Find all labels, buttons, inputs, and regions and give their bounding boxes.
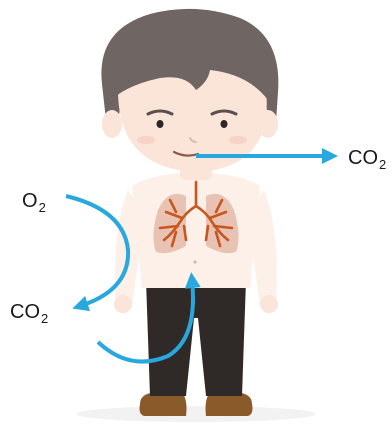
head bbox=[101, 9, 278, 172]
navel bbox=[193, 260, 196, 263]
co2-exhaled-label: CO2 bbox=[348, 148, 386, 168]
pants bbox=[146, 280, 246, 396]
floor-shadow bbox=[76, 406, 316, 422]
co2-body-label: CO2 bbox=[10, 302, 48, 322]
o2-label: O2 bbox=[22, 191, 46, 211]
